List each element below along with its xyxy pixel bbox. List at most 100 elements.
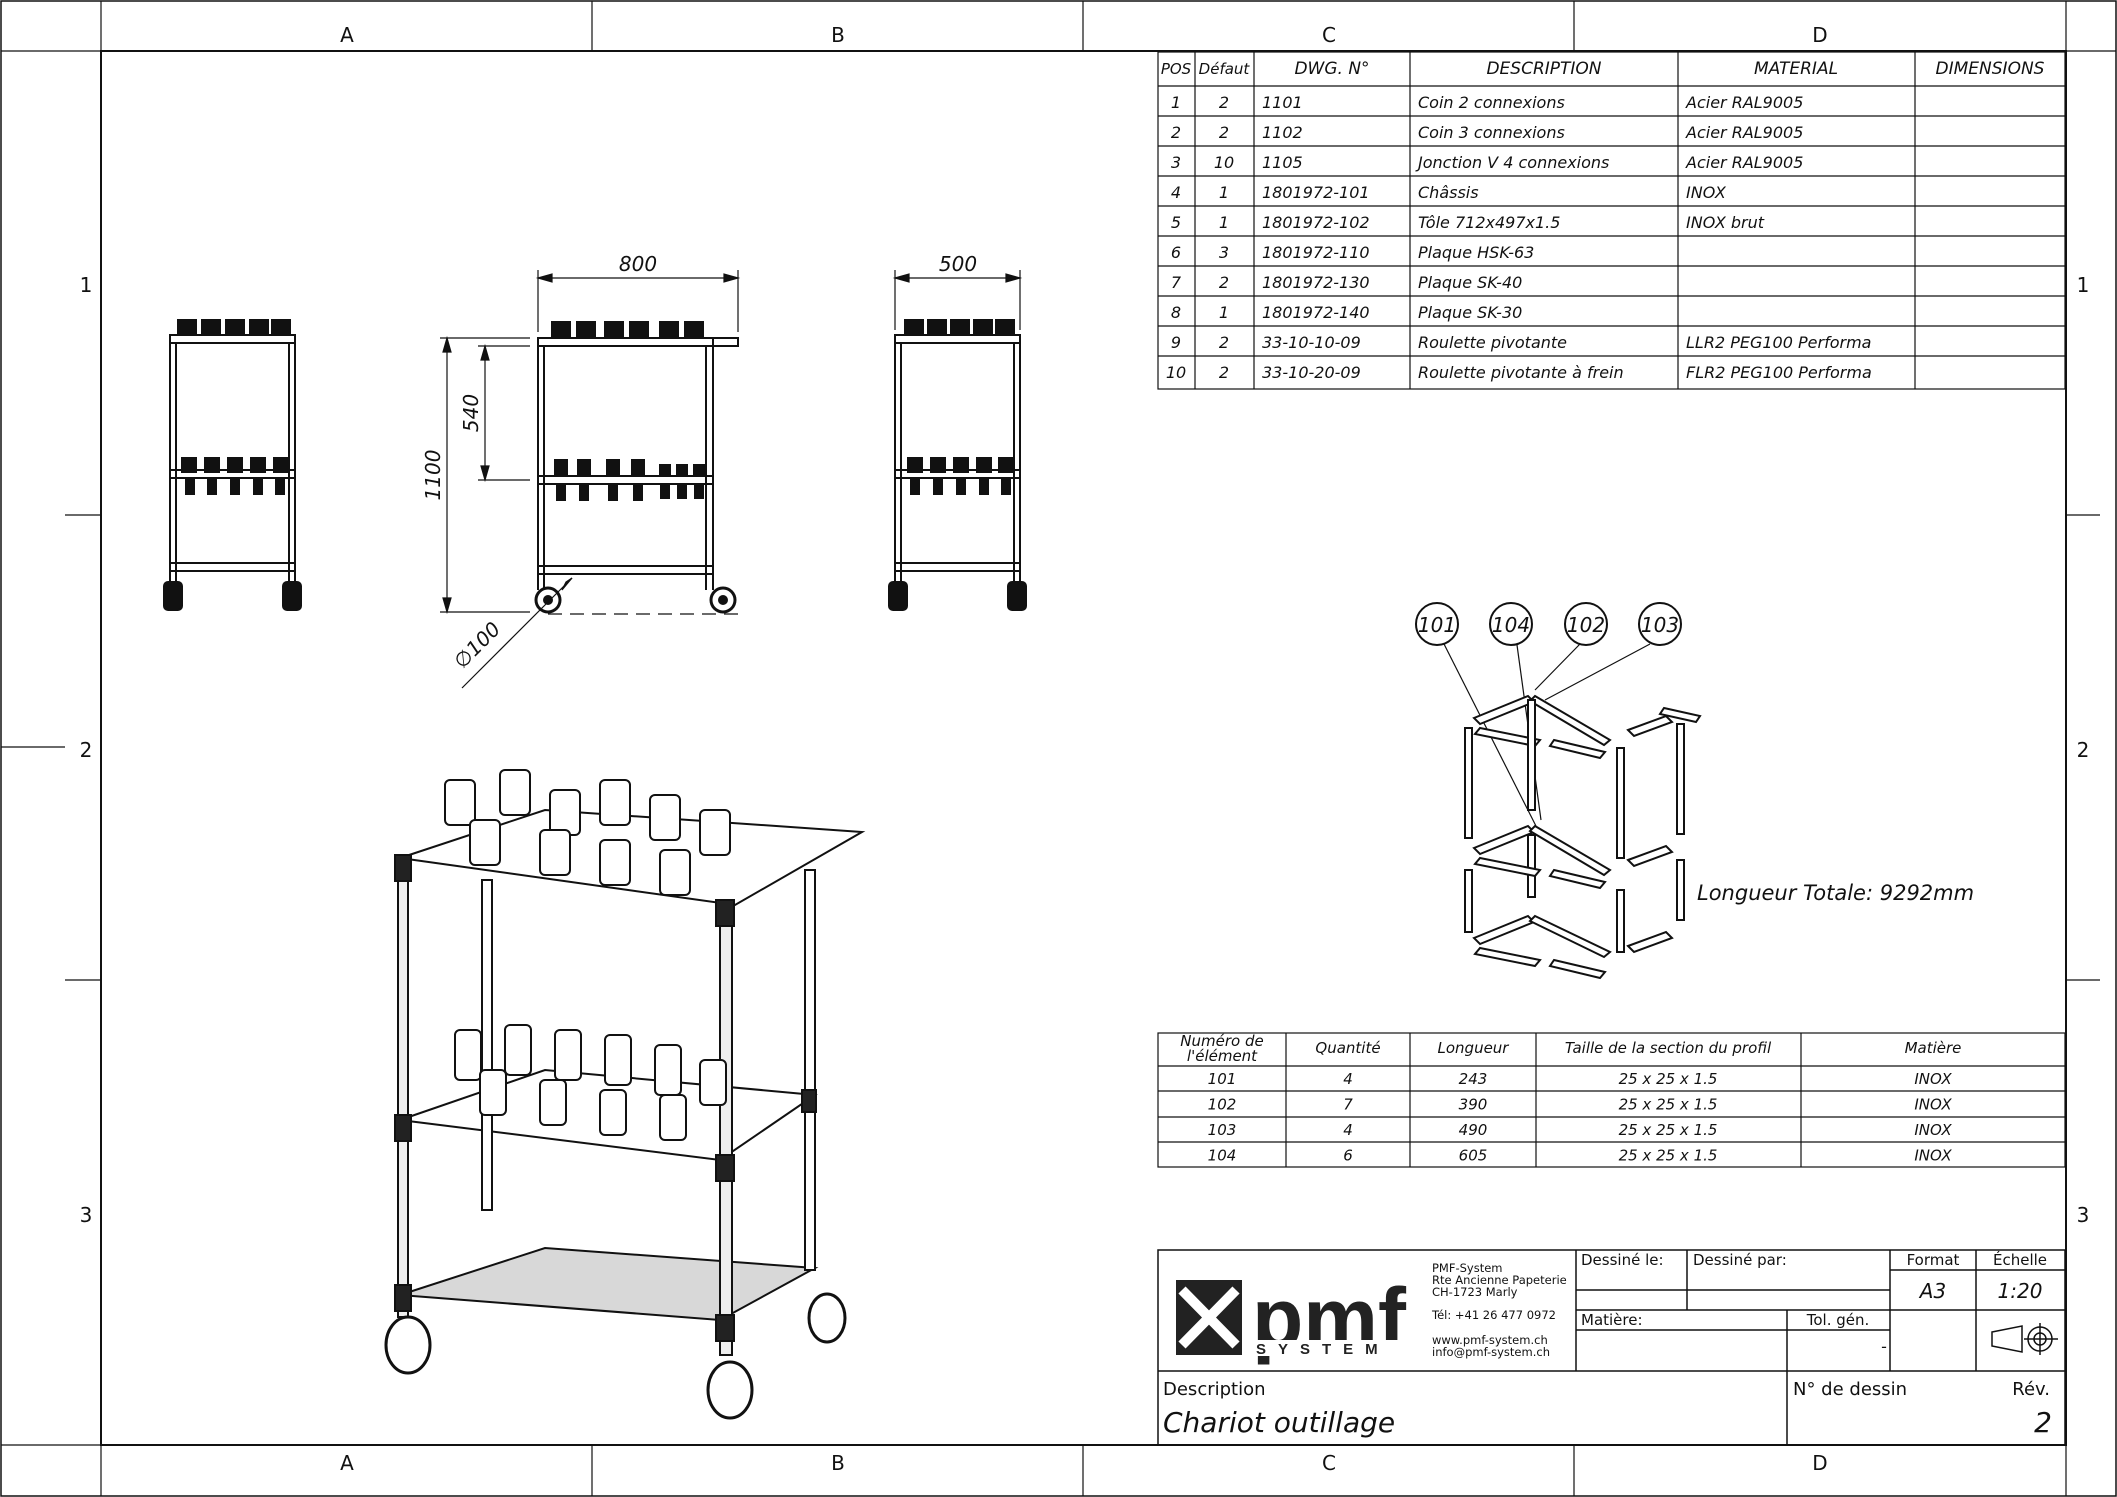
company-email: info@pmf-system.ch: [1432, 1345, 1550, 1359]
bom-cell: 10: [1214, 153, 1234, 172]
profile-cell: INOX: [1914, 1121, 1952, 1139]
bom-cell: Acier RAL9005: [1685, 123, 1803, 142]
frame-exploded-view: [1415, 602, 1702, 980]
zone-col-c-top: C: [1322, 23, 1336, 47]
bom-cell: 33-10-10-09: [1262, 333, 1361, 352]
projection-symbol-icon: [1991, 1323, 2058, 1355]
company-line-2: Rte Ancienne Papeterie: [1432, 1273, 1567, 1287]
profile-cell: INOX: [1914, 1147, 1952, 1165]
balloon-102: [1564, 602, 1608, 646]
drawn-by-label: Dessiné par:: [1693, 1251, 1787, 1269]
profile-cell: 25 x 25 x 1.5: [1619, 1121, 1718, 1139]
bom-cell: 1105: [1262, 153, 1303, 172]
bom-cell: 2: [1219, 93, 1229, 112]
profile-cell: 605: [1459, 1147, 1488, 1165]
profile-cell: 7: [1343, 1096, 1353, 1114]
inner-border: [100, 50, 2067, 1446]
drawn-on-label: Dessiné le:: [1581, 1251, 1664, 1269]
bom-cell: 1801972-102: [1262, 213, 1370, 232]
zone-row-1-right: 1: [2077, 273, 2090, 297]
bom-cell: INOX: [1686, 183, 1727, 202]
bom-cell: 1102: [1262, 123, 1303, 142]
bom-cell: FLR2 PEG100 Performa: [1686, 363, 1872, 382]
company-tel: Tél: +41 26 477 0972: [1431, 1308, 1556, 1322]
bom-cell: 1801972-130: [1262, 273, 1370, 292]
profile-table: [1157, 1032, 2066, 1168]
bom-cell: LLR2 PEG100 Performa: [1686, 333, 1871, 352]
description-value: Chariot outillage: [1163, 1406, 1395, 1439]
total-length-label: Longueur Totale: 9292mm: [1697, 881, 1974, 905]
side-dimensions: [892, 270, 1023, 330]
bom-cell: Roulette pivotante: [1418, 333, 1567, 352]
dim-width-side: 500: [939, 252, 977, 276]
profile-cell: 6: [1343, 1147, 1353, 1165]
company-line-3: CH-1723 Marly: [1432, 1285, 1518, 1299]
bom-cell: Châssis: [1418, 183, 1479, 202]
bom-cell: 2: [1171, 123, 1181, 142]
balloon-label-104: 104: [1492, 613, 1530, 637]
drawing-number-label: N° de dessin: [1793, 1379, 1907, 1400]
bom-cell: Coin 3 connexions: [1418, 123, 1565, 142]
zone-row-3-left: 3: [80, 1203, 93, 1227]
dim-height-shelf: 540: [459, 394, 483, 432]
bom-cell: 1801972-110: [1262, 243, 1370, 262]
profile-cell: 4: [1343, 1121, 1353, 1139]
profile-header-cell: Matière: [1905, 1039, 1962, 1057]
bom-cell: Tôle 712x497x1.5: [1418, 213, 1560, 232]
profile-header-cell: Taille de la section du profil: [1565, 1039, 1772, 1057]
dim-height-total: 1100: [421, 450, 445, 501]
bom-header-cell: DIMENSIONS: [1936, 59, 2045, 79]
bom-cell: Jonction V 4 connexions: [1415, 153, 1609, 172]
bom-cell: INOX brut: [1686, 213, 1765, 232]
isometric-view: [384, 769, 866, 1420]
bom-cell: 6: [1171, 243, 1181, 262]
balloon-label-101: 101: [1418, 613, 1456, 637]
profile-cell: 25 x 25 x 1.5: [1619, 1147, 1718, 1165]
pmf-logo: pmf SYSTEM: [1176, 1271, 1422, 1365]
profile-cell: 102: [1208, 1096, 1237, 1114]
bom-cell: 7: [1171, 273, 1182, 292]
bom-cell: 1801972-140: [1262, 303, 1370, 322]
zone-col-a-top: A: [340, 23, 354, 47]
zone-row-1-left: 1: [80, 273, 93, 297]
zone-row-2-left: 2: [80, 738, 93, 762]
company-web: www.pmf-system.ch: [1432, 1333, 1548, 1347]
front-view: [534, 321, 739, 614]
profile-header-cell: Longueur: [1438, 1039, 1510, 1057]
zone-row-2-right: 2: [2077, 738, 2090, 762]
side-view-right: [888, 319, 1027, 611]
format-value: A3: [1918, 1279, 1946, 1303]
balloon-104: [1489, 602, 1533, 646]
bom-cell: 2: [1219, 273, 1229, 292]
profile-cell: 4: [1343, 1070, 1353, 1088]
tolerance-value: -: [1881, 1337, 1887, 1356]
bom-cell: 1: [1171, 93, 1181, 112]
bom-cell: 1: [1219, 213, 1229, 232]
profile-cell: INOX: [1914, 1070, 1952, 1088]
profile-header-cell: Quantité: [1315, 1039, 1380, 1057]
dim-wheel-diameter: ∅100: [449, 617, 505, 673]
bom-header-cell: MATERIAL: [1754, 59, 1838, 79]
bom-cell: 1: [1219, 183, 1229, 202]
profile-cell: 243: [1459, 1070, 1488, 1088]
zone-col-a-bottom: A: [340, 1451, 354, 1475]
bom-header-cell: DWG. N°: [1294, 59, 1369, 79]
bom-cell: Acier RAL9005: [1685, 153, 1803, 172]
bom-cell: 9: [1171, 333, 1181, 352]
bom-cell: 1801972-101: [1262, 183, 1370, 202]
bom-cell: Plaque SK-40: [1418, 273, 1522, 292]
material-label: Matière:: [1581, 1311, 1643, 1329]
bom-cell: Plaque HSK-63: [1418, 243, 1534, 262]
bom-cell: 1101: [1262, 93, 1303, 112]
zone-col-d-bottom: D: [1812, 1451, 1827, 1475]
description-label: Description: [1163, 1379, 1266, 1400]
bom-header-cell: POS: [1161, 60, 1192, 78]
bom-cell: 33-10-20-09: [1262, 363, 1361, 382]
tolerance-label: Tol. gén.: [1806, 1311, 1870, 1329]
bom-header-cell: DESCRIPTION: [1486, 59, 1601, 79]
bom-table: [1157, 51, 2066, 390]
profile-header-num-2: l'élément: [1187, 1047, 1258, 1065]
